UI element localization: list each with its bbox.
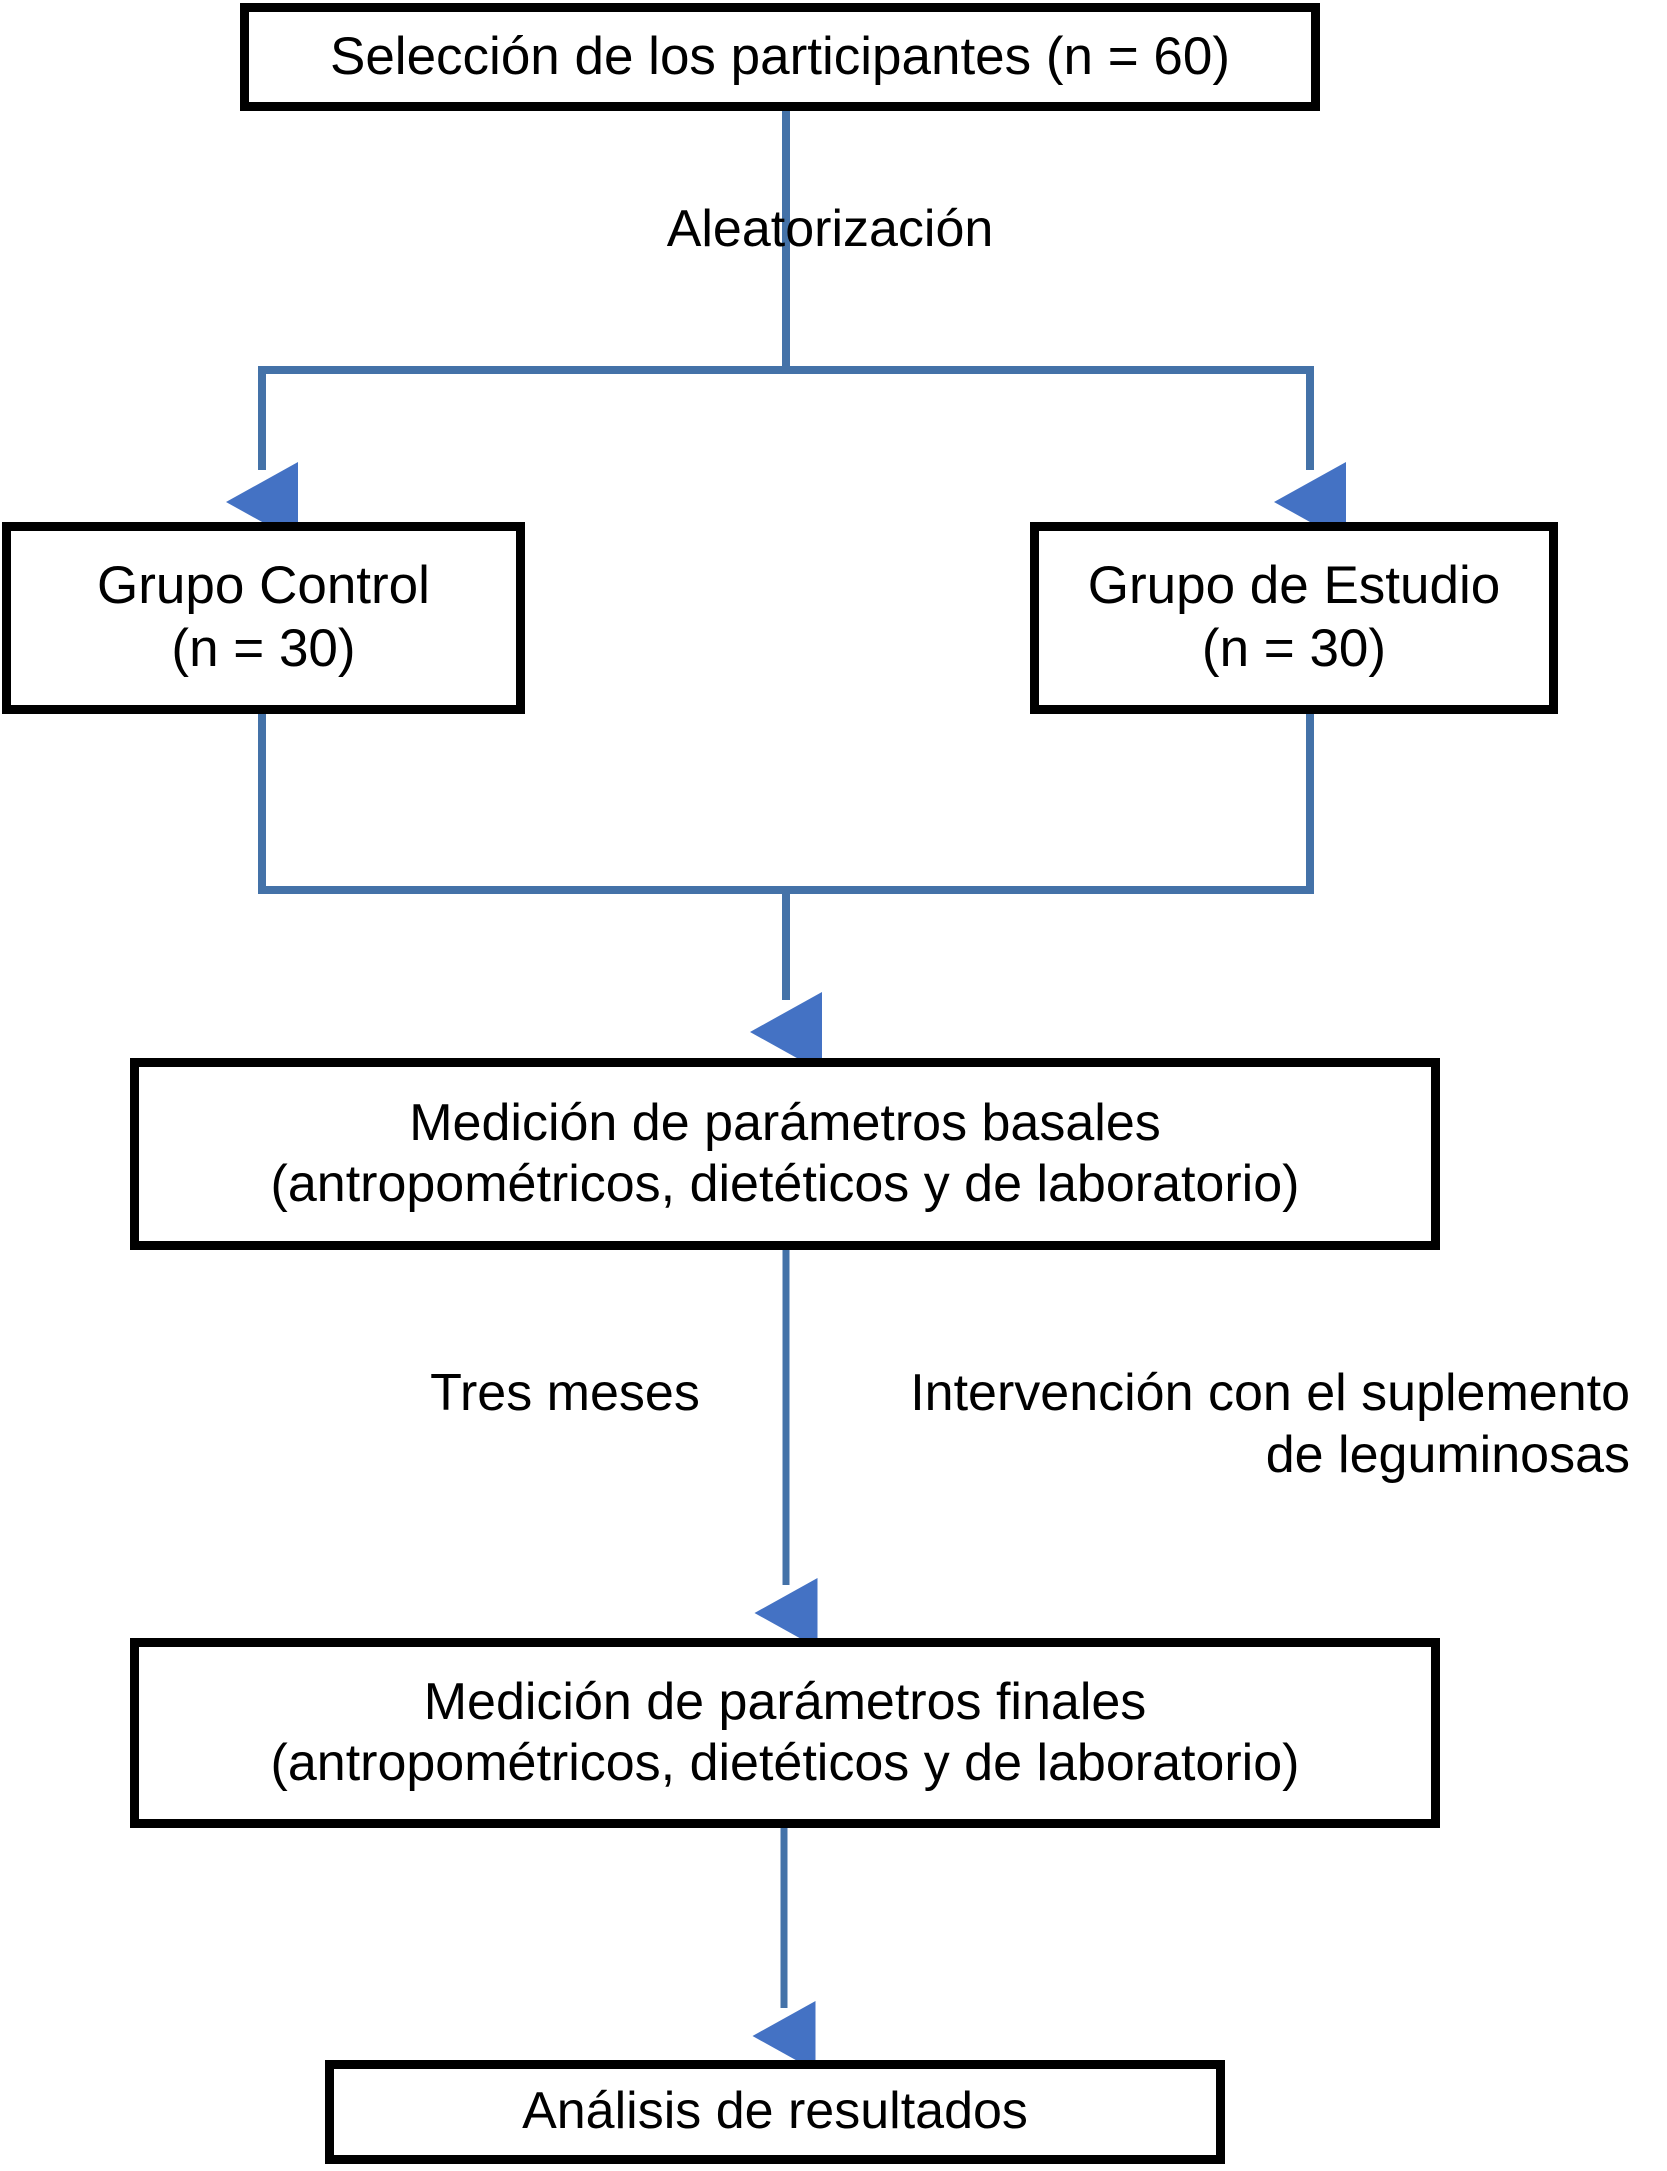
node-finales-line1: Medición de parámetros finales (423, 1672, 1147, 1731)
node-grupo-control-line1: Grupo Control (97, 556, 430, 616)
node-grupo-control[interactable]: Grupo Control (n = 30) (2, 522, 525, 714)
node-grupo-estudio-line2: (n = 30) (1201, 619, 1387, 678)
node-grupo-estudio-label: Grupo de Estudio (n = 30) (1074, 555, 1514, 680)
node-basales-line2: (antropométricos, dietéticos y de labora… (270, 1155, 1300, 1213)
node-finales-line2: (antropométricos, dietéticos y de labora… (270, 1734, 1300, 1792)
node-grupo-control-label: Grupo Control (n = 30) (83, 555, 444, 680)
node-seleccion-participantes[interactable]: Selección de los participantes (n = 60) (240, 3, 1320, 111)
node-analisis-resultados[interactable]: Análisis de resultados (325, 2060, 1225, 2164)
edge-label-intervencion-line1: Intervención con el suplemento (910, 1364, 1630, 1422)
edge-label-intervencion-line2: de leguminosas (1265, 1426, 1630, 1485)
edge-label-aleatorizacion: Aleatorización (666, 200, 994, 258)
node-basales-line1: Medición de parámetros basales (409, 1093, 1161, 1152)
node-analisis-resultados-label: Análisis de resultados (522, 2082, 1028, 2141)
node-grupo-control-line2: (n = 30) (171, 619, 356, 678)
edge-label-tres-meses: Tres meses (430, 1364, 700, 1422)
node-seleccion-participantes-label: Selección de los participantes (n = 60) (329, 26, 1231, 86)
node-grupo-estudio-line1: Grupo de Estudio (1087, 556, 1501, 616)
node-medicion-parametros-finales[interactable]: Medición de parámetros finales (antropom… (130, 1638, 1440, 1828)
node-medicion-parametros-finales-label: Medición de parámetros finales (antropom… (257, 1672, 1314, 1795)
node-grupo-estudio[interactable]: Grupo de Estudio (n = 30) (1030, 522, 1558, 714)
node-medicion-parametros-basales-label: Medición de parámetros basales (antropom… (257, 1093, 1314, 1216)
connector-seleccion-to-split (262, 111, 1310, 374)
connector-groups-merge-to-basales (258, 714, 1314, 1072)
node-medicion-parametros-basales[interactable]: Medición de parámetros basales (antropom… (130, 1058, 1440, 1250)
edge-label-intervencion: Intervención con el suplemento de legumi… (820, 1362, 1630, 1487)
